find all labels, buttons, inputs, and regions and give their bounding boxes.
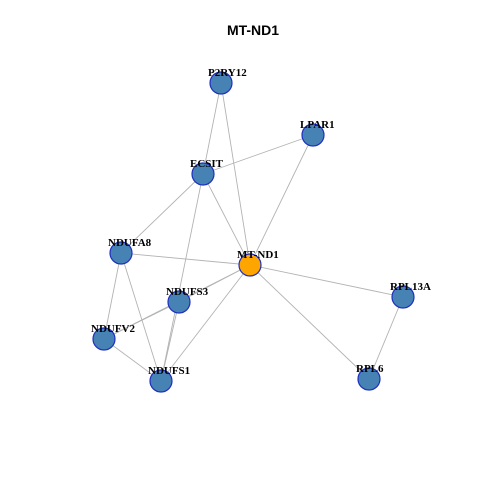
edge-lpar1-ecsit [202, 134, 314, 175]
node-ecsit: ECSIT [190, 158, 224, 186]
edge-ndufa8-mt-nd1 [120, 252, 251, 266]
node-circle-rpl6 [357, 367, 381, 391]
node-p2ry12: P2RY12 [208, 67, 247, 95]
edge-p2ry12-mt-nd1 [220, 82, 251, 266]
node-label-mt-nd1: MT-ND1 [237, 249, 279, 261]
edge-mt-nd1-ndufs1 [160, 264, 251, 382]
node-label-ecsit: ECSIT [190, 158, 224, 170]
node-rpl6: RPL6 [356, 363, 384, 391]
node-circle-ndufv2 [92, 327, 116, 351]
node-label-ndufs3: NDUFS3 [166, 286, 209, 298]
node-circle-ndufa8 [109, 241, 133, 265]
edge-ndufa8-ndufs1 [120, 252, 162, 382]
edge-p2ry12-ecsit [202, 82, 222, 175]
node-label-p2ry12: P2RY12 [208, 67, 247, 79]
edge-ecsit-ndufa8 [120, 173, 204, 254]
node-label-rpl13a: RPL13A [390, 281, 431, 293]
node-circle-lpar1 [301, 123, 325, 147]
node-label-lpar1: LPAR1 [300, 119, 335, 131]
node-mt-nd1: MT-ND1 [237, 249, 279, 277]
node-lpar1: LPAR1 [300, 119, 335, 147]
edge-ndufs3-ndufv2 [103, 301, 180, 340]
node-circle-p2ry12 [209, 71, 233, 95]
node-label-ndufs1: NDUFS1 [148, 365, 190, 377]
node-ndufa8: NDUFA8 [108, 237, 152, 265]
node-ndufs3: NDUFS3 [166, 286, 209, 314]
edge-ndufs3-ndufs1 [160, 301, 180, 382]
node-rpl13a: RPL13A [390, 281, 431, 309]
edge-ecsit-mt-nd1 [202, 173, 251, 266]
node-ndufv2: NDUFV2 [91, 323, 135, 351]
node-circle-mt-nd1 [238, 253, 262, 277]
edge-ndufv2-ndufs1 [103, 338, 162, 382]
node-circle-rpl13a [391, 285, 415, 309]
node-circle-ndufs1 [149, 369, 173, 393]
edge-lpar1-mt-nd1 [249, 134, 314, 266]
node-ndufs1: NDUFS1 [148, 365, 190, 393]
node-label-rpl6: RPL6 [356, 363, 384, 375]
node-label-ndufv2: NDUFV2 [91, 323, 135, 335]
node-circle-ecsit [191, 162, 215, 186]
edge-mt-nd1-rpl13a [249, 264, 404, 298]
edge-ecsit-ndufs1 [160, 173, 204, 382]
node-circle-ndufs3 [167, 290, 191, 314]
edge-ndufa8-ndufv2 [103, 252, 122, 340]
graph-title: MT-ND1 [227, 22, 279, 38]
node-label-ndufa8: NDUFA8 [108, 237, 152, 249]
edge-layer [103, 82, 404, 382]
edge-mt-nd1-rpl6 [249, 264, 370, 380]
edge-rpl13a-rpl6 [368, 296, 404, 380]
